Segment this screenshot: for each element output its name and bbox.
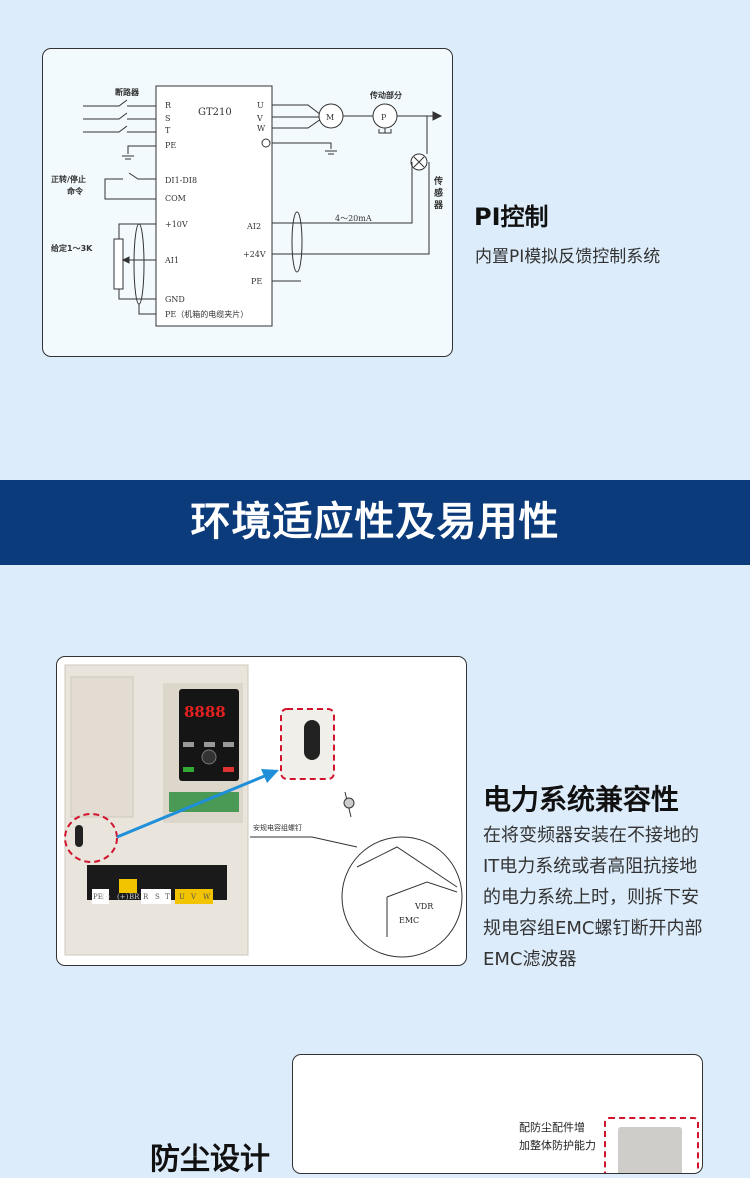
svg-text:正转/停止: 正转/停止	[51, 174, 86, 184]
section-banner: 环境适应性及易用性	[0, 480, 750, 565]
svg-text:PE: PE	[93, 893, 103, 901]
emc-body-line: IT电力系统或者高阻抗接地	[483, 856, 698, 877]
emc-body: 在将变频器安装在不接地的 IT电力系统或者高阻抗接地 的电力系统上时，则拆下安 …	[483, 820, 702, 975]
pi-title: PI控制	[474, 203, 549, 231]
svg-text:GT210: GT210	[198, 107, 232, 118]
sensor-label: 传感器	[432, 176, 442, 212]
svg-text:(+): (+)	[117, 893, 129, 901]
svg-text:DI1-DI8: DI1-DI8	[165, 176, 197, 185]
svg-text:命令: 命令	[66, 186, 84, 196]
svg-text:W: W	[203, 893, 211, 901]
wiring-diagram: GT210 断路器 传动部分 正转/停止 命令 给定1～3K 4～20mA RS…	[51, 85, 443, 327]
dust-note: 配防尘配件增 加整体防护能力	[519, 1119, 596, 1155]
svg-text:U: U	[179, 893, 185, 901]
svg-text:+10V: +10V	[165, 220, 188, 229]
dust-note-line: 加整体防护能力	[519, 1139, 596, 1152]
emc-title: 电力系统兼容性	[483, 783, 680, 816]
svg-text:S: S	[165, 114, 170, 123]
svg-text:断路器: 断路器	[115, 87, 140, 97]
emc-body-line: 在将变频器安装在不接地的	[483, 825, 699, 846]
svg-text:VDR: VDR	[414, 902, 434, 911]
svg-text:传动部分: 传动部分	[369, 90, 402, 100]
svg-text:M: M	[326, 113, 334, 122]
dust-title: 防尘设计	[150, 1142, 270, 1177]
svg-text:AI2: AI2	[246, 222, 261, 231]
svg-text:W: W	[257, 124, 266, 133]
svg-text:U: U	[257, 101, 264, 110]
emc-body-line: 的电力系统上时，则拆下安	[483, 887, 699, 908]
emc-image-card: 8888 PE (-) (+) BR R S T U V W 安规电容组螺钉 V…	[56, 656, 467, 966]
svg-text:8888: 8888	[184, 703, 226, 721]
svg-text:COM: COM	[165, 194, 186, 203]
svg-text:V: V	[190, 893, 197, 901]
svg-text:PE（机箱的电缆夹片）: PE（机箱的电缆夹片）	[165, 309, 248, 319]
svg-text:4～20mA: 4～20mA	[335, 214, 372, 223]
svg-text:T: T	[165, 893, 170, 901]
svg-text:R: R	[143, 893, 149, 901]
dust-image-card: 配防尘配件增 加整体防护能力	[292, 1054, 703, 1174]
svg-text:R: R	[165, 101, 172, 110]
svg-text:EMC: EMC	[399, 916, 419, 925]
svg-text:V: V	[256, 114, 263, 123]
emc-illustration: 8888 PE (-) (+) BR R S T U V W 安规电容组螺钉 V…	[64, 664, 463, 958]
svg-text:+24V: +24V	[243, 250, 266, 259]
svg-text:BR: BR	[129, 893, 140, 901]
svg-text:给定1～3K: 给定1～3K	[51, 243, 93, 253]
svg-text:PE: PE	[165, 141, 176, 150]
svg-text:GND: GND	[165, 295, 185, 304]
dust-note-line: 配防尘配件增	[519, 1121, 585, 1134]
svg-text:(-): (-)	[102, 893, 110, 901]
svg-text:S: S	[155, 893, 160, 901]
svg-text:AI1: AI1	[164, 256, 179, 265]
svg-text:P: P	[381, 113, 387, 122]
svg-text:T: T	[165, 126, 171, 135]
svg-text:PE: PE	[251, 277, 262, 286]
emc-body-line: 规电容组EMC螺钉断开内部	[483, 918, 703, 939]
emc-body-line: EMC滤波器	[483, 949, 577, 970]
pi-subtitle: 内置PI模拟反馈控制系统	[475, 247, 661, 267]
svg-text:安规电容组螺钉: 安规电容组螺钉	[253, 823, 302, 832]
